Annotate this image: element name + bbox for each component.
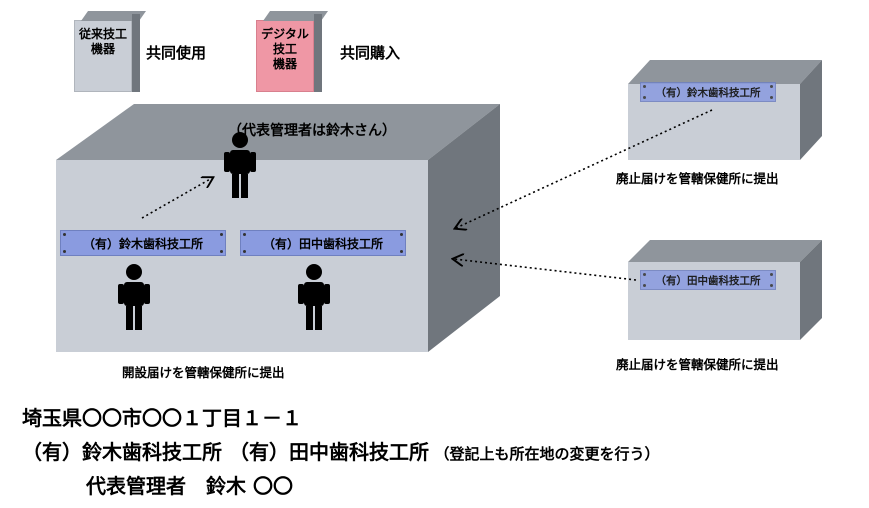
- conventional-equipment-label: 従来技工 機器: [78, 27, 127, 56]
- plate-right-top-label: （有）鈴木歯科技工所: [655, 87, 761, 99]
- plate-screw-icon: [770, 284, 773, 287]
- plate-screw-icon: [400, 233, 403, 236]
- arrow-suzuki-to-representative: [141, 178, 212, 219]
- right-top-caption: 廃止届けを管轄保健所に提出: [616, 171, 779, 186]
- plate-screw-icon: [770, 96, 773, 99]
- plate-right-top: （有）鈴木歯科技工所: [640, 82, 776, 102]
- plate-right-bottom: （有）田中歯科技工所: [640, 270, 776, 290]
- main-building-top: [56, 104, 500, 160]
- arrow-right-bottom-to-main: [454, 259, 637, 281]
- companies-note: （登記上も所在地の変更を行う）: [434, 445, 660, 463]
- plate-screw-icon: [220, 233, 223, 236]
- main-building-caption: 開設届けを管轄保健所に提出: [122, 365, 285, 380]
- representative-note: （代表管理者は鈴木さん）: [228, 123, 396, 139]
- plate-screw-icon: [63, 233, 66, 236]
- companies-line: （有）鈴木歯科技工所 （有）田中歯科技工所 （登記上も所在地の変更を行う）: [22, 436, 660, 465]
- digital-equipment-box: デジタル技工 機器: [256, 20, 314, 92]
- person-icon: [118, 264, 150, 330]
- representative-manager-line: 代表管理者 鈴木 〇〇: [86, 474, 293, 498]
- address-line: 埼玉県〇〇市〇〇１丁目１－１: [22, 406, 302, 430]
- plate-screw-icon: [400, 250, 403, 253]
- plate-tanaka-label: （有）田中歯科技工所: [262, 237, 383, 251]
- plate-screw-icon: [243, 233, 246, 236]
- plate-screw-icon: [643, 96, 646, 99]
- digital-equipment-side: [314, 14, 322, 92]
- plate-tanaka: （有）田中歯科技工所: [240, 230, 406, 256]
- plate-screw-icon: [770, 85, 773, 88]
- plate-screw-icon: [63, 250, 66, 253]
- conventional-equipment-side: [132, 14, 140, 92]
- right-bottom-caption: 廃止届けを管轄保健所に提出: [616, 357, 779, 372]
- plate-screw-icon: [220, 250, 223, 253]
- person-icon: [224, 132, 256, 198]
- plate-right-bottom-label: （有）田中歯科技工所: [655, 275, 761, 287]
- right-bottom-building-side: [800, 240, 822, 340]
- plate-suzuki-label: （有）鈴木歯科技工所: [82, 237, 203, 251]
- right-bottom-building-top: [628, 240, 822, 262]
- digital-equipment-label: デジタル技工 機器: [261, 27, 309, 71]
- plate-screw-icon: [643, 85, 646, 88]
- shared-use-label: 共同使用: [146, 44, 207, 62]
- plate-screw-icon: [643, 273, 646, 276]
- plate-screw-icon: [770, 273, 773, 276]
- person-icon: [298, 264, 330, 330]
- joint-purchase-label: 共同購入: [340, 44, 401, 62]
- right-top-building-top: [628, 60, 822, 84]
- companies-main: （有）鈴木歯科技工所 （有）田中歯科技工所: [22, 440, 429, 464]
- conventional-equipment-box: 従来技工 機器: [74, 20, 132, 92]
- plate-suzuki: （有）鈴木歯科技工所: [60, 230, 226, 256]
- plate-screw-icon: [643, 284, 646, 287]
- right-top-building-side: [800, 60, 822, 160]
- plate-screw-icon: [243, 250, 246, 253]
- arrow-right-top-to-main: [456, 109, 713, 228]
